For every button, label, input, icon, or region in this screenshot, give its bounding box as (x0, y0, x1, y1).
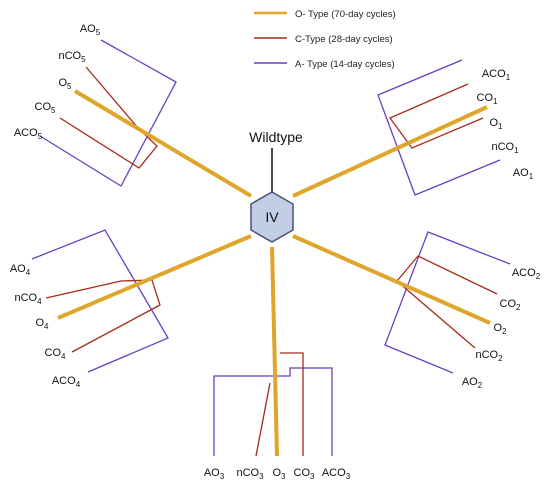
branch-5: AO5 nCO5 O5 CO5 ACO5 (14, 23, 253, 198)
legend-label-o-type: O- Type (70-day cycles) (295, 9, 396, 20)
branch-1: ACO1 CO1 O1 nCO1 AO1 (292, 59, 534, 198)
branch-3-nco-label: nCO3 (236, 467, 264, 481)
legend-label-a-type: A- Type (14-day cycles) (295, 59, 395, 70)
branch-2: ACO2 CO2 O2 nCO2 AO2 (292, 231, 541, 390)
branch-1-o-line (292, 105, 488, 198)
branch-2-nco-label: nCO2 (475, 349, 503, 363)
branch-4-nco-label: nCO4 (14, 292, 42, 306)
branch-2-co-label: CO2 (500, 298, 522, 312)
branch-5-nco-label: nCO5 (58, 50, 86, 64)
branch-4-ao-label: AO4 (10, 263, 31, 277)
branch-2-o-line (292, 234, 491, 325)
center-hexagon (250, 191, 294, 243)
branch-5-o-label: O5 (58, 77, 72, 91)
branch-3-ao-label: AO3 (204, 467, 225, 481)
branch-4: AO4 nCO4 O4 CO4 ACO4 (10, 229, 252, 389)
legend-item-o-type: O- Type (70-day cycles) (254, 9, 396, 20)
branch-4-o-label: O4 (35, 317, 49, 331)
branch-5-o-line (73, 89, 253, 198)
legend-item-a-type: A- Type (14-day cycles) (254, 59, 395, 70)
branch-5-co-label: CO5 (35, 101, 57, 115)
branch-3-aco-label: ACO3 (322, 467, 351, 481)
branch-3-co-label: CO3 (294, 467, 316, 481)
branch-4-co-label: CO4 (45, 347, 67, 361)
legend-item-c-type: C-Type (28-day cycles) (254, 34, 393, 45)
root: Wildtype (249, 129, 303, 195)
branch-5-ao-label: AO5 (80, 23, 101, 37)
center-label: IV (265, 209, 279, 225)
branch-1-a-clade (377, 59, 501, 196)
branch-1-o-label: O1 (489, 117, 503, 131)
branch-2-ao-label: AO2 (462, 376, 483, 390)
branch-4-aco-label: ACO4 (52, 375, 81, 389)
branch-3-o-label: O3 (272, 467, 286, 481)
legend-label-c-type: C-Type (28-day cycles) (295, 34, 393, 45)
branch-1-ao-label: AO1 (513, 167, 534, 181)
branch-3-o-line (270, 246, 279, 457)
branch-5-c-clade (59, 66, 158, 169)
root-label: Wildtype (249, 129, 303, 145)
branch-1-aco-label: ACO1 (482, 68, 511, 82)
branch-4-o-line (57, 234, 252, 320)
branch-1-c-clade (388, 83, 484, 149)
branch-3: AO3 nCO3 O3 CO3 ACO3 (204, 246, 351, 481)
branch-3-c-clade-left (255, 382, 271, 457)
branch-1-co-label: CO1 (477, 92, 499, 106)
branch-2-aco-label: ACO2 (512, 267, 541, 281)
branch-2-o-label: O2 (493, 322, 507, 336)
branch-1-nco-label: nCO1 (491, 141, 519, 155)
branch-3-a-clade (213, 367, 333, 456)
center-node: IV (250, 191, 294, 243)
legend: O- Type (70-day cycles) C-Type (28-day c… (254, 9, 396, 70)
branch-5-aco-label: ACO5 (14, 127, 43, 141)
branch-3-c-clade-right (280, 352, 304, 456)
